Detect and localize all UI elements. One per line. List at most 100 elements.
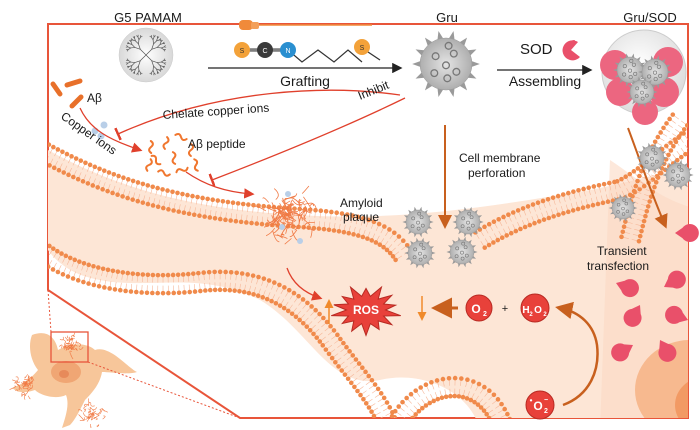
lipid-head [205,196,210,202]
lipid-head [301,224,306,230]
fibril [286,203,295,209]
fibril [88,398,92,403]
lipid-head [661,125,666,131]
lipid-head [105,267,111,273]
lipid-head [296,293,301,299]
lipid-head [643,213,648,219]
atom-c-label: C [262,48,267,55]
grafting-reagent [239,20,372,30]
lipid-head [176,290,182,296]
lipid-head [217,216,223,222]
lipid-head [335,332,340,338]
surface-pit [463,245,468,250]
lipid-head [664,121,669,126]
surface-pit [443,74,452,83]
surface-pit [444,41,453,50]
lipid-head [51,144,56,150]
sod-enzyme [611,343,633,362]
lipid-head [522,224,528,230]
lipid-head [392,408,398,414]
svg-text:−: − [544,397,548,404]
spike [660,80,666,86]
lipid-head [140,272,146,277]
lipid-head [408,419,413,424]
spike [473,229,478,235]
sod-enzyme [658,340,677,362]
lipid-head [206,269,212,275]
lipid-head [210,197,216,203]
sod-enzyme [616,279,639,298]
lipid-head [345,212,350,217]
lipid-head [313,307,318,313]
surface-pit [653,77,658,82]
lipid-head [440,376,446,382]
lipid-head [565,209,571,215]
lipid-head [212,287,218,293]
fibril [72,332,76,338]
abeta-monomers [50,78,84,109]
lipid-head [652,139,658,145]
lipid-head [87,162,93,168]
fibril [70,341,75,347]
lipid-head [586,185,592,191]
lipid-head [192,289,198,294]
lipid-head [48,243,52,249]
surface-pit [680,176,685,181]
lipid-head [518,226,523,232]
atom-n-label: N [285,48,290,55]
gru-in-membrane [402,206,484,269]
lipid-head [101,168,107,173]
lipid-head [69,154,74,159]
surface-pit [633,71,638,76]
lipid-head [318,208,324,214]
lipid-head [240,201,246,207]
fibril [70,343,77,350]
lipid-head [125,270,131,276]
lipid-head [405,423,410,428]
lipid-head [64,151,70,157]
lipid-head [116,173,121,179]
lipid-head [166,207,171,212]
gru-particle [446,236,478,268]
spike [632,79,637,85]
lipid-head [496,216,502,222]
lipid-head [507,416,513,418]
lipid-head [627,171,633,177]
lipid-head [361,396,366,402]
lipid-head [541,217,547,222]
g5-pamam-label: G5 PAMAM [114,10,182,25]
gru-particle [662,159,694,191]
fibril [30,377,35,381]
lipid-head [329,209,334,215]
lipid-head [217,269,223,275]
lipid-head [344,344,349,350]
lipid-head [452,393,457,399]
lipid-head [326,227,332,233]
lipid-head [465,377,470,383]
lipid-head [505,411,510,417]
h2o2-molecule: H 2 O 2 [520,293,550,323]
lipid-head [256,274,261,280]
atom-c [257,42,273,58]
lipid-head [510,421,515,426]
lipid-head [105,188,110,194]
fibril [24,374,28,379]
lipid-head [429,380,434,385]
lipid-head [237,288,242,294]
atom-s-1-label: S [240,48,245,55]
lipid-head [97,166,102,172]
spike [458,229,463,235]
lipid-head [61,170,67,175]
lipid-head [300,297,306,302]
lipid-head [203,288,208,293]
lipid-head [186,211,192,217]
surface-pit [647,74,652,79]
lipid-head [339,368,345,373]
fibril [279,209,291,216]
lipid-head [255,293,261,299]
fibril [59,344,63,349]
lipid-head [55,147,61,152]
lipid-head [631,169,637,174]
lipid-head [667,116,672,122]
surface-pit [418,251,422,256]
